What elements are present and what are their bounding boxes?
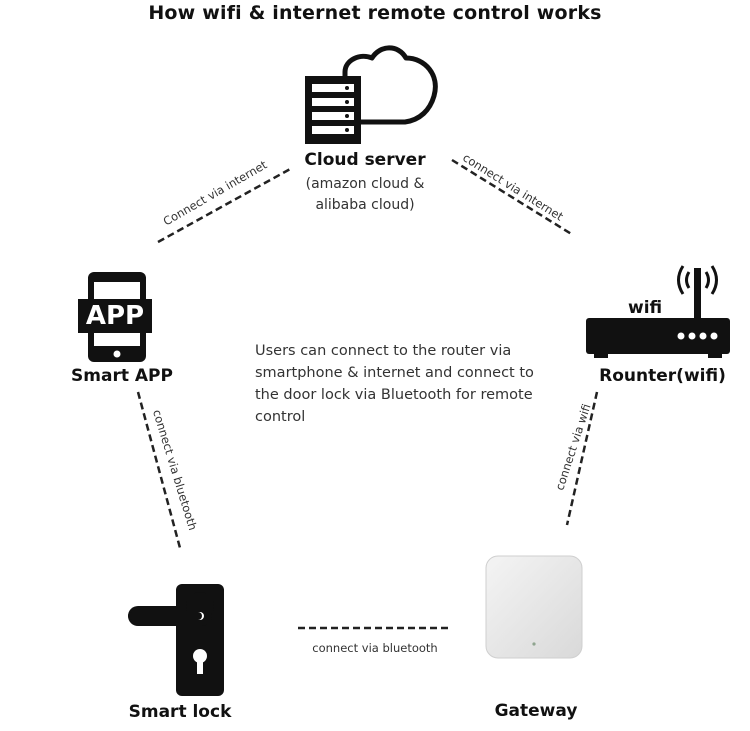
edge-line-router-gateway [565,391,599,526]
cloud-server-sub-line1: (amazon cloud & [305,176,425,192]
wifi-signal-icon [677,265,718,295]
edge-line-cloud-router [451,158,574,237]
app-icon-text: APP [85,301,145,331]
smart-app-label: Smart APP [71,366,173,386]
cloud-icon [342,45,438,130]
edge-line-app-lock [136,391,182,549]
description-text: Users can connect to the router via smar… [255,343,534,425]
router-label: Rounter(wifi) [599,366,726,386]
edge-line-app-cloud [157,166,293,244]
gateway-label: Gateway [494,701,578,721]
cloud-server-sub-line2: alibaba cloud) [315,197,415,213]
smart-lock-label: Smart lock [128,702,232,722]
router-wifi-text: wifi [628,298,663,318]
cloud-server-label: Cloud server [304,150,426,170]
edge-label-lock-gateway: connect via bluetooth [312,641,438,655]
diagram-title: How wifi & internet remote control works [148,2,602,24]
